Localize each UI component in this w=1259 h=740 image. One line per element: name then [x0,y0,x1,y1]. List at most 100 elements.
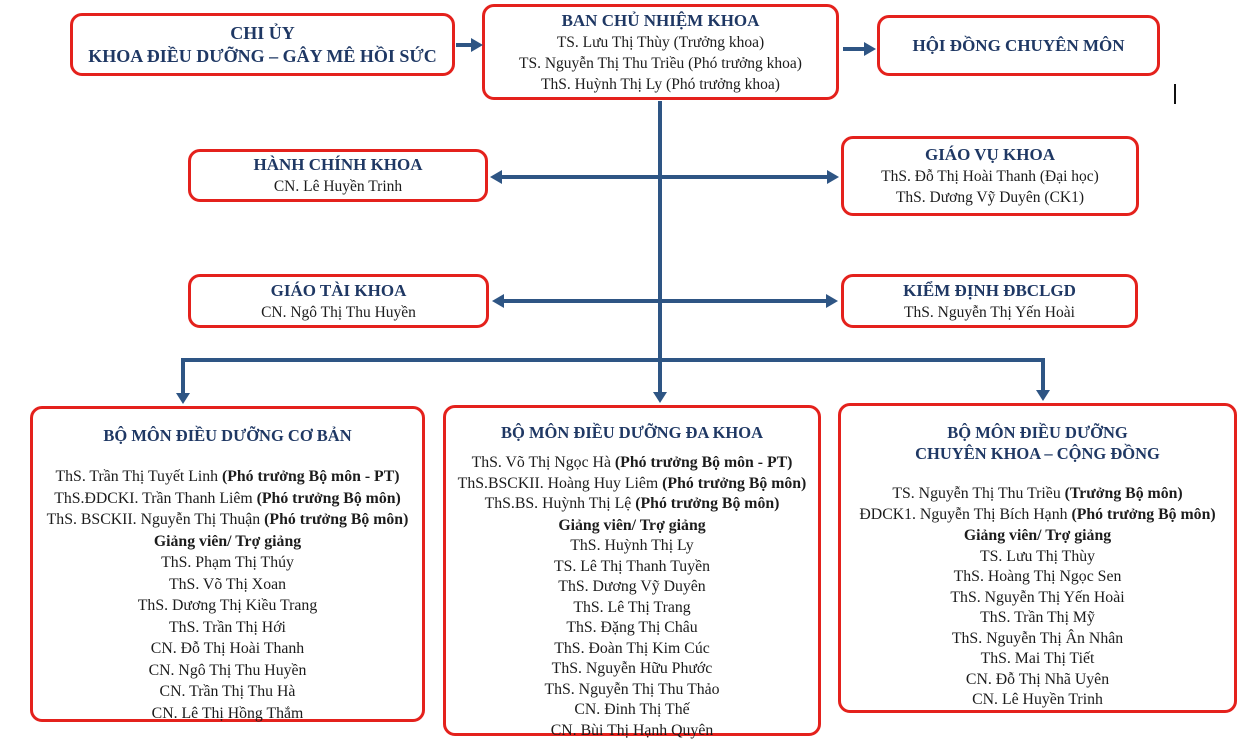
staff-line: ThS. Nguyễn Thị Yến Hoài [950,588,1125,606]
right-drop-line [1041,358,1045,391]
leader-role: (Trưởng Bộ môn) [1064,485,1183,502]
leader-name: ThS.ĐDCKI. Trần Thanh Liêm [54,489,257,507]
leader-role: (Phó trưởng Bộ môn) [1071,505,1216,523]
staff-line: ThS. Dương Thị Kiều Trang [137,597,318,614]
leader-role: (Phó trưởng Bộ môn) [662,474,807,492]
leader-line: ĐDCK1. Nguyễn Thị Bích Hạnh (Phó trưởng … [859,505,1215,526]
leader-name: ThS. BSCKII. Nguyễn Thị Thuận [46,511,265,528]
leader-name: ĐDCK1. Nguyễn Thị Bích Hạnh [859,505,1072,523]
member-line: ThS. Đỗ Thị Hoài Thanh (Đại học) [881,168,1099,185]
staff-line: ThS. Hoàng Thị Ngọc Sen [953,568,1122,585]
stray-cursor-mark [1174,84,1176,104]
box-hoi-dong: HỘI ĐỒNG CHUYÊN MÔN [877,15,1160,76]
box-bo-mon-co-ban-leaders: ThS. Trần Thị Tuyết Linh (Phó trưởng Bộ … [47,466,409,531]
box-giao-vu-title: GIÁO VỤ KHOA [924,145,1056,164]
arrow-bcn-to-hoidong-head-icon [864,42,876,56]
leader-role: (Phó trưởng Bộ môn) [264,511,409,528]
leader-line: ThS. BSCKII. Nguyễn Thị Thuận (Phó trưởn… [47,509,409,531]
box-kiem-dinh: KIỂM ĐỊNH ĐBCLGD ThS. Nguyễn Thị Yến Hoà… [841,274,1138,328]
box-title-line: KHOA ĐIỀU DƯỠNG – GÂY MÊ HỒI SỨC [88,45,437,66]
darrow-giaotai-kiemdinh-stem [502,299,827,303]
leader-line: TS. Nguyễn Thị Thu Triều (Trưởng Bộ môn) [859,484,1215,505]
staff-line: ThS. Huỳnh Thị Ly [570,537,694,554]
leader-role: (Phó trưởng Bộ môn) [256,489,401,507]
leader-name: ThS.BS. Huỳnh Thị Lệ [484,495,636,512]
staff-line: TS. Lê Thị Thanh Tuyền [553,557,711,575]
box-kiem-dinh-members: ThS. Nguyễn Thị Yến Hoài [904,302,1075,323]
darrow-giaotai-kiemdinh-left-head-icon [492,294,504,308]
box-bo-mon-da-khoa-title: BỘ MÔN ĐIỀU DƯỠNG ĐA KHOA [501,422,763,443]
box-giao-tai-members: CN. Ngô Thị Thu Huyền [261,302,416,323]
box-bo-mon-chuyen-khoa-leaders: TS. Nguyễn Thị Thu Triều (Trưởng Bộ môn)… [859,484,1215,525]
arrow-bcn-to-hoidong-stem [843,47,865,51]
box-hanh-chinh-title: HÀNH CHÍNH KHOA [253,155,423,174]
member-line: CN. Lê Huyền Trinh [273,178,403,195]
box-bo-mon-da-khoa: BỘ MÔN ĐIỀU DƯỠNG ĐA KHOA ThS. Võ Thị Ng… [443,405,821,739]
darrow-hanhchinh-giaovu-left-head-icon [490,170,502,184]
trunk-down-arrow-head-icon [653,392,667,403]
box-giao-tai-title: GIÁO TÀI KHOA [270,280,407,300]
staff-line: ThS. Đặng Thị Châu [566,619,698,636]
leader-name: TS. Nguyễn Thị Thu Triều [892,485,1065,502]
member-line: ThS. Huỳnh Thị Ly (Phó trưởng khoa) [541,75,780,93]
box-title-line: CHUYÊN KHOA – CỘNG ĐỒNG [915,444,1160,463]
leader-line: ThS.BSCKII. Hoàng Huy Liêm (Phó trưởng B… [458,474,807,495]
box-title-line: BỘ MÔN ĐIỀU DƯỠNG [947,423,1128,442]
staff-line: TS. Lưu Thị Thùy [979,547,1096,565]
box-hanh-chinh-members: CN. Lê Huyền Trinh [274,176,402,197]
staff-line: CN. Ngô Thị Thu Huyền [148,661,307,679]
arrow-chiuy-to-bcn-head-icon [471,38,483,52]
box-bo-mon-co-ban-title: BỘ MÔN ĐIỀU DƯỠNG CƠ BẢN [103,425,351,446]
staff-line: ThS. Võ Thị Xoan [168,575,287,593]
staff-line: ThS. Phạm Thị Thúy [161,554,294,571]
staff-line: ThS. Nguyễn Hữu Phước [551,660,713,677]
staff-line: ThS. Nguyễn Thị Ân Nhân [951,629,1124,647]
member-line: ThS. Dương Vỹ Duyên (CK1) [895,189,1085,206]
left-drop-line [181,358,185,394]
left-drop-arrow-head-icon [176,393,190,404]
box-hanh-chinh: HÀNH CHÍNH KHOA CN. Lê Huyền Trinh [188,149,488,202]
staff-line: ThS. Mai Thị Tiết [980,650,1095,667]
leader-name: ThS.BSCKII. Hoàng Huy Liêm [457,474,663,492]
member-line: CN. Ngô Thị Thu Huyền [261,303,416,321]
leader-name: ThS. Võ Thị Ngọc Hà [471,454,615,471]
box-bo-mon-co-ban-subheading: Giảng viên/ Trợ giảng [153,532,302,550]
box-kiem-dinh-title: KIỂM ĐỊNH ĐBCLGD [903,280,1076,300]
darrow-hanhchinh-giaovu-right-head-icon [827,170,839,184]
staff-line: CN. Trần Thị Thu Hà [159,683,296,700]
box-giao-vu-members: ThS. Đỗ Thị Hoài Thanh (Đại học) ThS. Dươ… [881,166,1099,208]
box-bo-mon-chuyen-khoa: BỘ MÔN ĐIỀU DƯỠNG CHUYÊN KHOA – CỘNG ĐỒNG… [838,403,1237,713]
box-ban-chu-nhiem: BAN CHỦ NHIỆM KHOA TS. Lưu Thị Thùy (Trư… [482,4,839,100]
member-line: ThS. Nguyễn Thị Yến Hoài [904,303,1075,321]
leader-line: ThS. Võ Thị Ngọc Hà (Phó trưởng Bộ môn -… [458,453,807,474]
staff-line: ThS. Nguyễn Thị Thu Thảo [544,680,720,698]
box-giao-tai: GIÁO TÀI KHOA CN. Ngô Thị Thu Huyền [188,274,489,328]
staff-line: CN. Bùi Thị Hạnh Quyên [550,721,714,739]
right-drop-arrow-head-icon [1036,390,1050,401]
arrow-chiuy-to-bcn-stem [456,43,473,47]
box-title-line: CHI ỦY [230,22,295,43]
box-bo-mon-chuyen-khoa-subheading: Giảng viên/ Trợ giảng [963,527,1112,544]
staff-line: CN. Lê Huyền Trinh [972,691,1103,708]
member-line: TS. Nguyễn Thị Thu Triều (Phó trưởng kho… [519,54,802,72]
leader-role: (Phó trưởng Bộ môn - PT) [221,468,400,485]
staff-line: CN. Đỗ Thị Nhã Uyên [965,670,1110,688]
staff-line: ThS. Đoàn Thị Kim Cúc [554,639,710,657]
box-title-line: BỘ MÔN ĐIỀU DƯỠNG ĐA KHOA [500,423,764,442]
box-hoi-dong-title: HỘI ĐỒNG CHUYÊN MÔN [912,35,1125,55]
distribution-line [181,358,1045,362]
box-bo-mon-da-khoa-subheading: Giảng viên/ Trợ giảng [558,516,706,534]
box-bo-mon-chuyen-khoa-title: BỘ MÔN ĐIỀU DƯỠNG CHUYÊN KHOA – CỘNG ĐỒNG [915,422,1160,464]
staff-line: ThS. Trần Thị Mỹ [980,609,1095,626]
leader-line: ThS. Trần Thị Tuyết Linh (Phó trưởng Bộ … [47,466,409,488]
box-bo-mon-co-ban: BỘ MÔN ĐIỀU DƯỠNG CƠ BẢN ThS. Trần Thị T… [30,406,425,722]
staff-line: CN. Đỗ Thị Hoài Thanh [150,640,305,657]
trunk-vertical-line [658,101,662,393]
leader-line: ThS.ĐDCKI. Trần Thanh Liêm (Phó trưởng B… [47,488,409,510]
staff-line: CN. Lê Thị Hồng Thắm [151,704,304,722]
box-ban-chu-nhiem-title: BAN CHỦ NHIỆM KHOA [561,10,760,30]
box-title-line: BỘ MÔN ĐIỀU DƯỠNG CƠ BẢN [103,426,352,445]
